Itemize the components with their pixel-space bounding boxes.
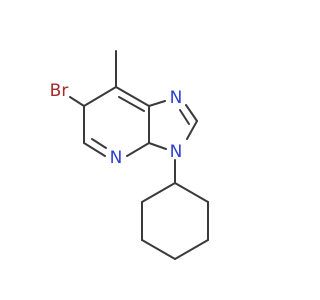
bond-cy4-cy5 — [141, 239, 176, 260]
bond-c2-n3 — [186, 120, 198, 140]
molecule-diagram: Br N N N — [50, 50, 209, 260]
bond-c7-c7a — [115, 86, 150, 107]
bond-cy6-cy1 — [141, 182, 176, 203]
bond-cy3-cy4 — [174, 239, 209, 260]
bond-c5-n4-inner — [91, 138, 107, 149]
atom-bromine: Br — [50, 81, 69, 101]
bond-n3-c3a — [148, 142, 167, 150]
atom-nitrogen-3: N — [170, 142, 183, 162]
atom-nitrogen-4: N — [110, 148, 123, 168]
bond-c5-n4 — [83, 142, 106, 157]
structure-canvas: Br N N N — [49, 50, 209, 260]
bond-c7-c7a-inner — [118, 96, 145, 112]
bond-n1-c2-inner — [179, 109, 190, 125]
bond-cy1-cy2 — [174, 182, 209, 203]
bond-c7a-n1 — [148, 100, 166, 107]
bond-n4-c3a — [126, 142, 150, 157]
bond-n1-c2 — [185, 104, 198, 122]
atom-nitrogen-1: N — [170, 88, 183, 108]
bond-c7-c6 — [83, 86, 117, 107]
bond-c6-br — [69, 96, 85, 107]
